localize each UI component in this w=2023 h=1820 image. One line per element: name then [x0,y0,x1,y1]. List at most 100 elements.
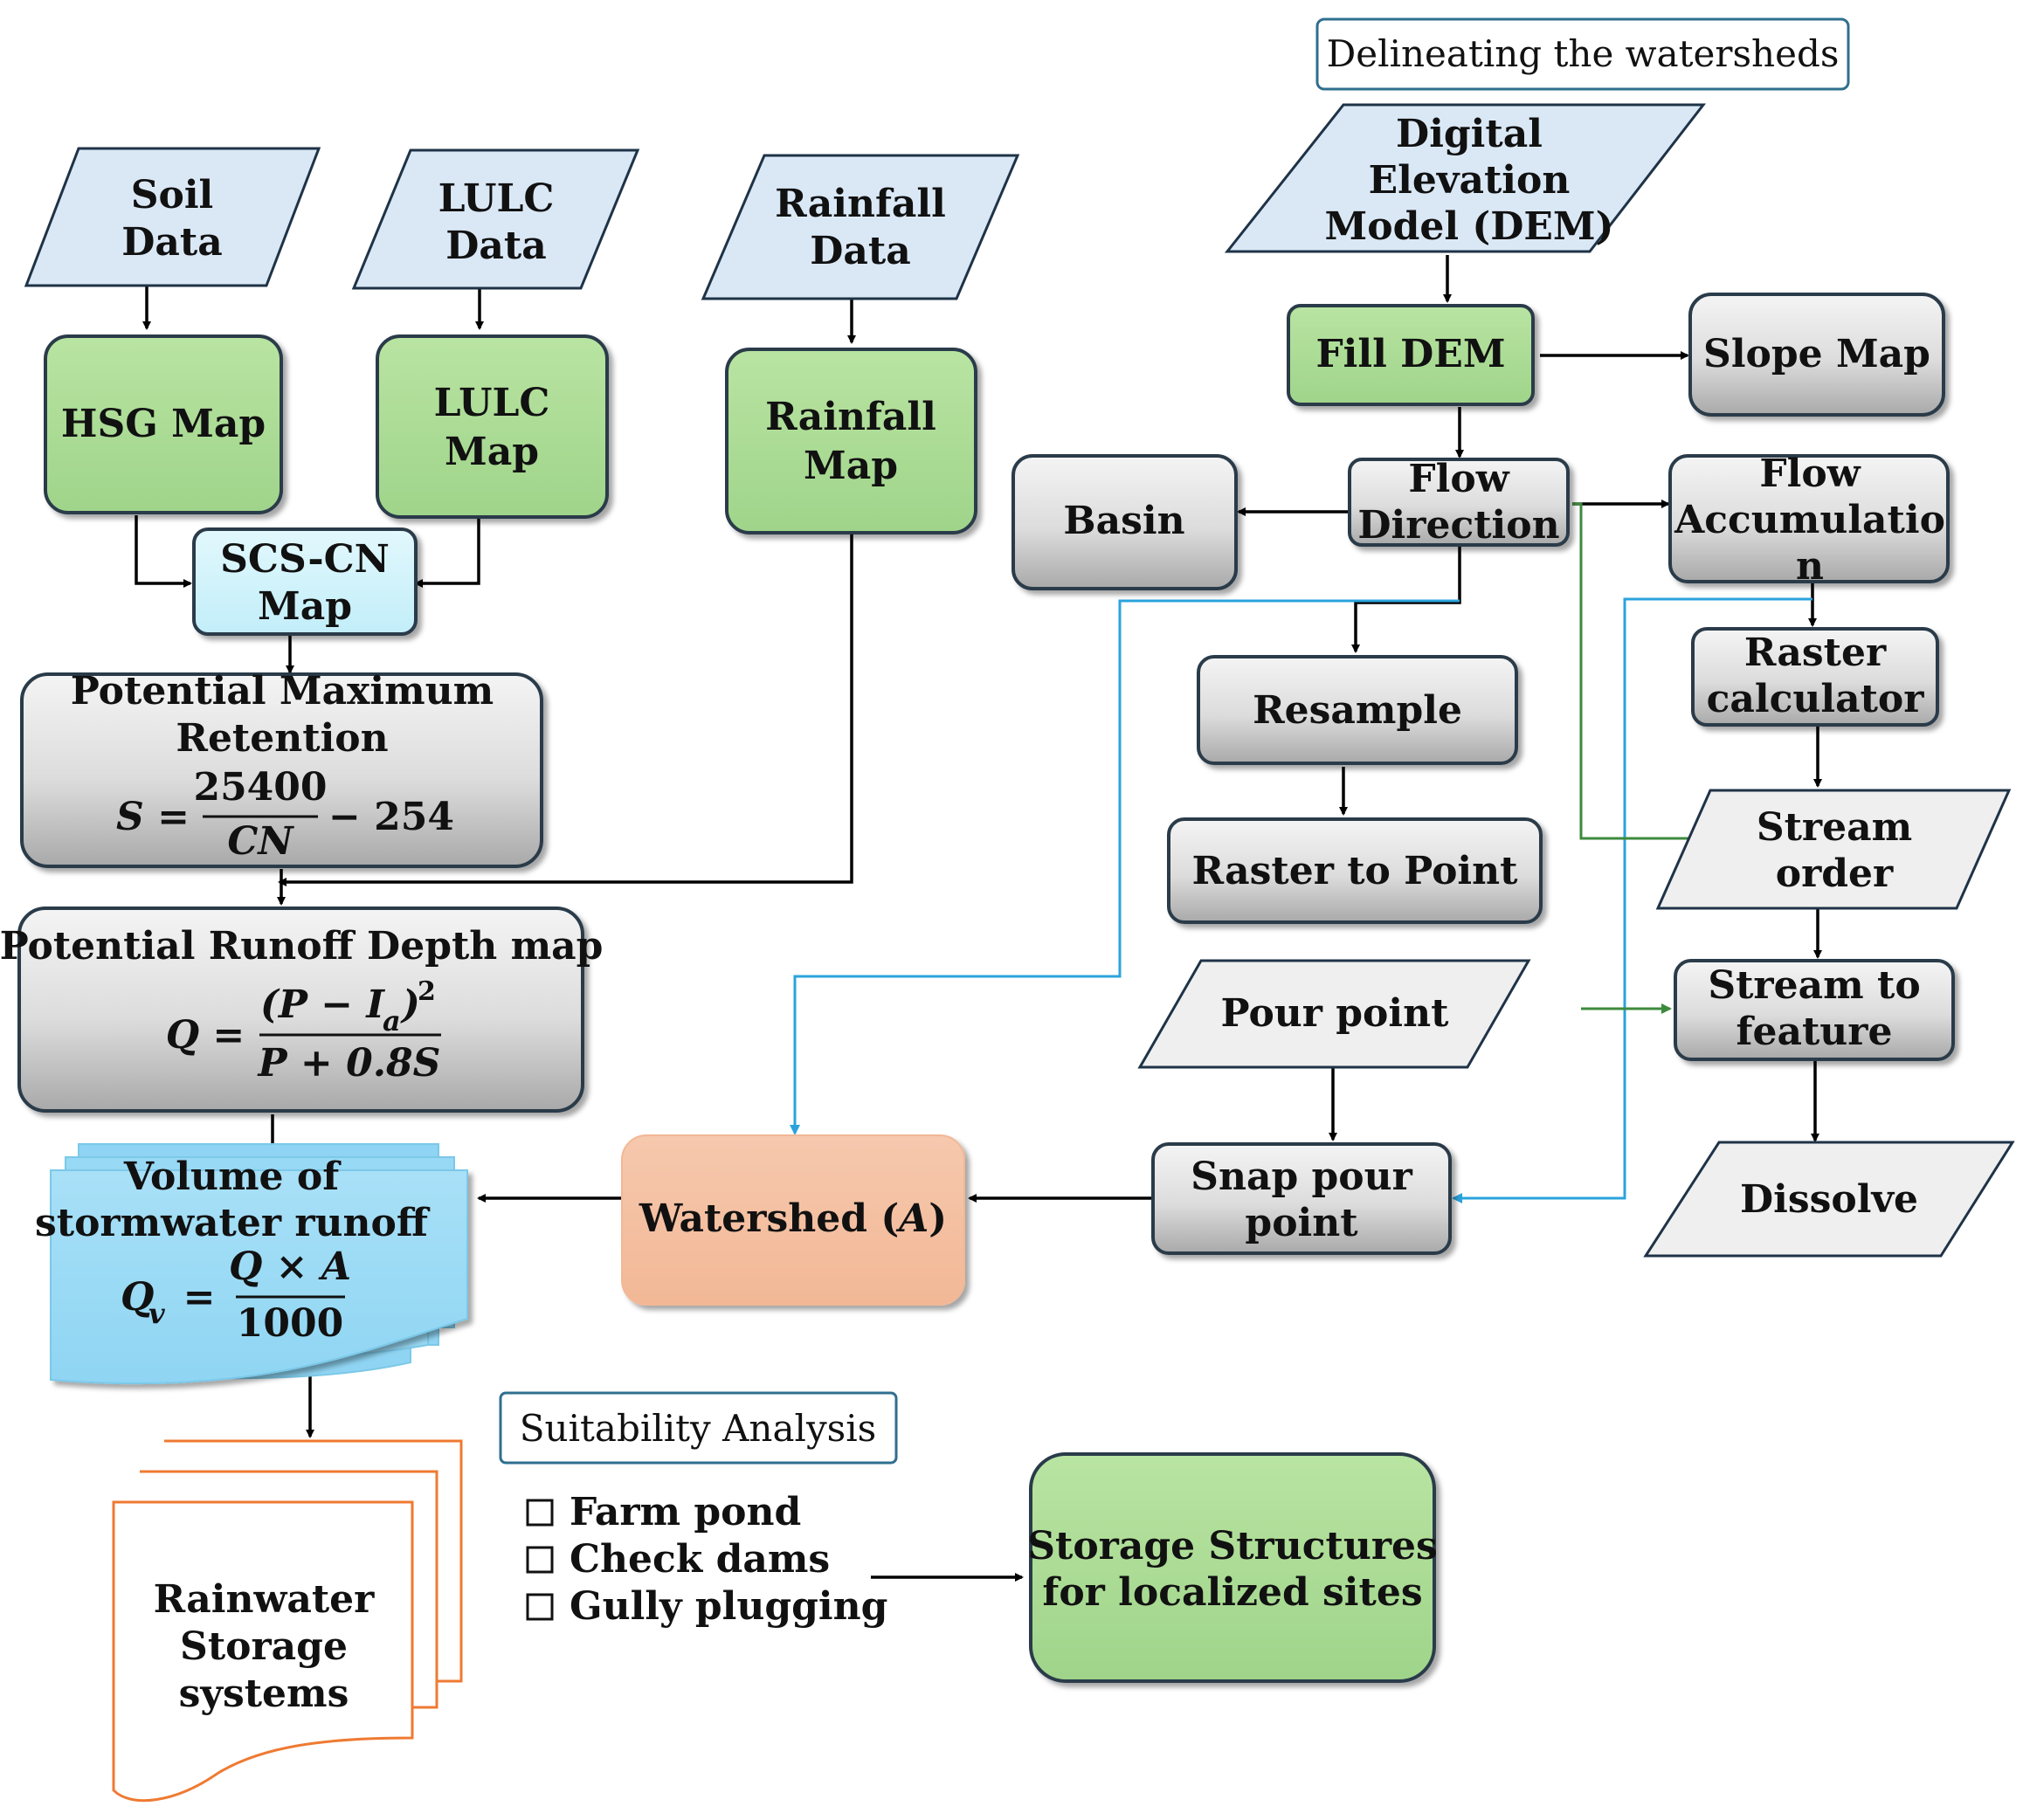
svg-text:LULC: LULC [434,381,550,425]
svg-text:Slope Map: Slope Map [1703,332,1930,376]
svg-text:Data: Data [445,224,547,268]
svg-text:Data: Data [121,220,223,265]
dissolve-node: Dissolve [1643,1141,2015,1258]
svg-text:Potential Maximum: Potential Maximum [71,669,494,714]
svg-text:Check dams: Check dams [570,1537,830,1582]
svg-text:Soil: Soil [131,173,214,217]
svg-text:SCS-CN: SCS-CN [220,537,390,582]
svg-text:Accumulatio: Accumulatio [1674,498,1945,542]
svg-text:Snap pour: Snap pour [1191,1155,1412,1199]
volume-runoff-node: Volume of stormwater runoff Q v = Q × A … [35,1143,468,1385]
watershed-header-text: Delineating the watersheds [1327,32,1840,75]
suitability-list: Farm pond Check dams Gully plugging [526,1490,887,1629]
svg-text:Stream: Stream [1757,805,1912,850]
svg-text:Stream to: Stream to [1708,963,1920,1008]
svg-text:1000: 1000 [237,1301,343,1346]
connectors [135,255,1822,1582]
svg-text:=: = [183,1275,216,1320]
svg-text:Q =: Q = [166,1013,245,1058]
basin-node: Basin [1012,454,1238,590]
flow-direction-node: Flow Direction [1348,457,1570,548]
svg-text:point: point [1245,1201,1358,1245]
svg-text:Q × A: Q × A [229,1244,351,1289]
snap-pour-point-node: Snap pour point [1151,1142,1452,1255]
svg-text:Dissolve: Dissolve [1740,1177,1918,1222]
svg-text:stormwater runoff: stormwater runoff [35,1201,431,1245]
svg-text:Map: Map [445,430,539,474]
suitability-item: Gully plugging [526,1584,887,1629]
svg-text:Flow: Flow [1759,452,1861,496]
raster-calculator-node: Raster calculator [1691,627,1939,727]
svg-text:P + 0.8S: P + 0.8S [257,1041,441,1086]
svg-text:Pour point: Pour point [1221,991,1450,1036]
svg-text:Resample: Resample [1253,688,1462,733]
resample-node: Resample [1197,655,1518,765]
hsg-map-node: HSG Map [44,334,283,514]
potential-max-retention-node: Potential Maximum Retention S = 25400 CN… [20,669,543,868]
svg-text:Flow: Flow [1408,457,1509,501]
fill-dem-node: Fill DEM [1287,304,1535,406]
svg-text:Map: Map [804,444,898,488]
stream-order-node: Stream order [1655,789,2012,910]
raster-to-point-node: Raster to Point [1167,817,1543,924]
svg-text:v: v [148,1297,165,1330]
slope-map-node: Slope Map [1688,293,1945,417]
formula-qv: Q v = Q × A 1000 [121,1244,351,1346]
svg-text:Map: Map [258,584,352,629]
svg-text:Gully plugging: Gully plugging [570,1584,887,1629]
watershed-header: Delineating the watersheds [1315,17,1850,91]
formula-s: S = 25400 CN − 254 [116,765,454,864]
rainwater-storage-node: Rainwater Storage systems [112,1439,463,1803]
rainfall-map-node: Rainfall Map [725,348,977,534]
svg-text:Rainfall: Rainfall [775,182,946,226]
svg-text:calculator: calculator [1707,677,1925,721]
scs-cn-map-node: SCS-CN Map [192,527,418,636]
lulc-data-node: LULC Data [351,148,640,290]
svg-text:Farm pond: Farm pond [570,1490,801,1534]
svg-text:LULC: LULC [438,176,555,221]
svg-text:Raster to Point: Raster to Point [1192,849,1519,893]
pour-point-node: Pour point [1137,959,1531,1069]
svg-text:Rainwater: Rainwater [154,1577,375,1622]
svg-text:Potential Runoff Depth map: Potential Runoff Depth map [0,924,603,969]
svg-text:Model (DEM): Model (DEM) [1325,204,1614,249]
svg-text:Rainfall: Rainfall [765,395,936,439]
svg-text:): ) [400,982,420,1027]
storage-structures-node: Storage Structures for localized sites [1027,1452,1438,1683]
formula-q: Q = (P − I a ) 2 P + 0.8S [166,976,441,1086]
svg-text:Storage: Storage [180,1624,348,1669]
svg-text:− 254: − 254 [328,795,454,839]
svg-text:order: order [1776,851,1894,896]
svg-text:systems: systems [179,1672,349,1716]
svg-text:Storage Structures: Storage Structures [1027,1524,1438,1568]
svg-text:Data: Data [810,229,911,273]
rainfall-data-node: Rainfall Data [701,154,1020,300]
svg-text:Fill DEM: Fill DEM [1315,332,1505,376]
svg-text:Retention: Retention [176,716,388,761]
svg-text:2: 2 [418,976,436,1007]
svg-text:n: n [1796,544,1824,589]
svg-text:Volume of: Volume of [123,1155,342,1199]
stream-to-feature-node: Stream to feature [1674,959,1955,1061]
svg-text:HSG Map: HSG Map [61,402,266,446]
svg-text:a: a [383,1004,401,1038]
svg-text:Raster: Raster [1744,631,1887,675]
svg-text:(P − I: (P − I [260,982,385,1027]
suitability-header: Suitability Analysis [499,1391,898,1465]
svg-text:S =: S = [116,795,190,839]
svg-text:CN: CN [227,819,294,864]
svg-text:feature: feature [1736,1010,1893,1054]
svg-text:25400: 25400 [193,765,327,810]
svg-text:Basin: Basin [1063,499,1184,543]
dem-node: Digital Elevation Model (DEM) [1224,103,1707,253]
svg-text:Elevation: Elevation [1369,158,1571,203]
svg-text:Watershed (A): Watershed (A) [639,1196,947,1241]
svg-text:Digital: Digital [1396,112,1543,156]
lulc-map-node: LULC Map [376,334,609,519]
suitability-item: Check dams [526,1537,830,1582]
potential-runoff-node: Potential Runoff Depth map Q = (P − I a … [0,907,603,1113]
soil-data-node: Soil Data [24,147,321,287]
svg-text:for localized sites: for localized sites [1042,1570,1422,1615]
watershed-node: Watershed (A) [621,1134,965,1306]
